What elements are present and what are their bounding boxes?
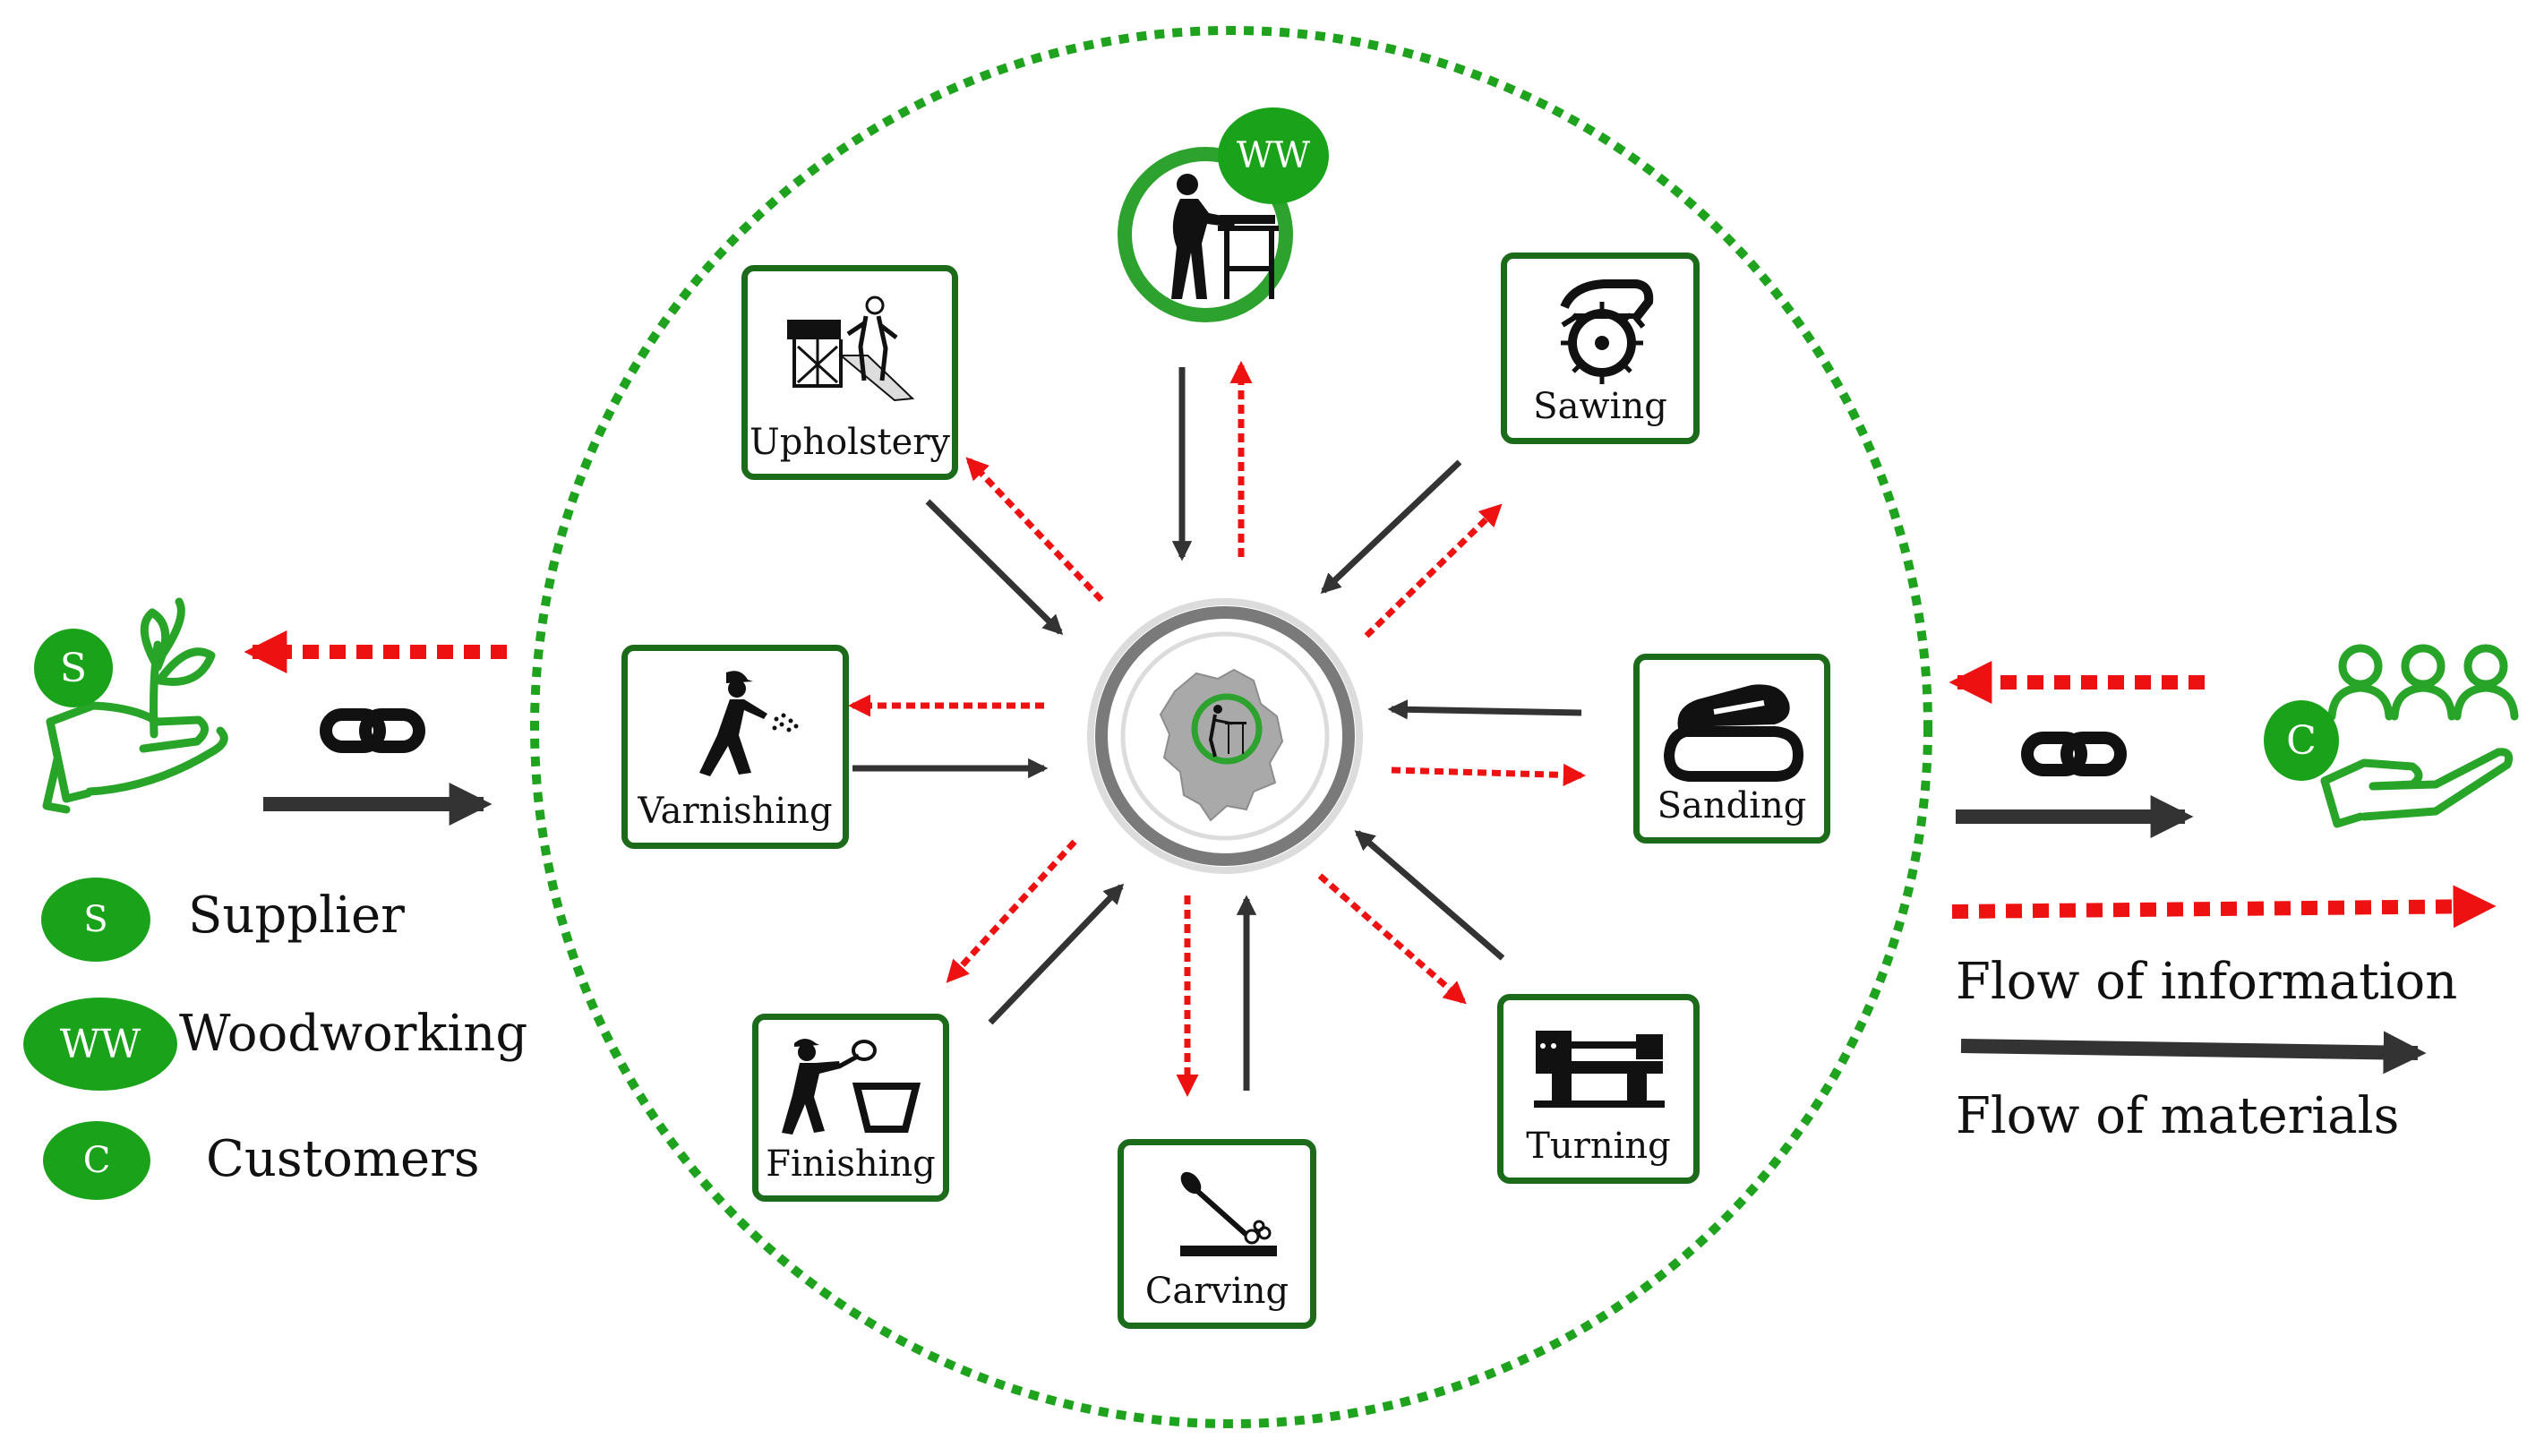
belt-sander-icon [1663, 684, 1804, 782]
customers-badge-top: C [2264, 700, 2339, 781]
sanding-label: Sanding [1657, 785, 1807, 826]
process-box-turning: Turning [1497, 994, 1700, 1184]
ww-badge: WW [1218, 107, 1329, 204]
hand-plant-icon [42, 597, 228, 814]
spray-worker-icon [699, 671, 799, 776]
legend-supplier-badge: S [41, 878, 150, 962]
legend-customers-badge: C [43, 1121, 150, 1200]
legend-flow-information-label: Flow of information [1956, 953, 2458, 1011]
hub-ww-ring [1191, 693, 1263, 765]
process-box-upholstery: Upholstery [741, 265, 958, 480]
info-arrow-hub-sawing [1364, 503, 1503, 638]
material-arrow-sawing-hub [1320, 459, 1462, 595]
legend-supplier-label: Supplier [188, 886, 405, 945]
legend-flow-materials-label: Flow of materials [1956, 1087, 2400, 1145]
process-box-sanding: Sanding [1633, 654, 1830, 844]
info-arrow-hub-sanding [1391, 763, 1587, 787]
process-box-carving: Carving [1118, 1139, 1316, 1329]
hand-people-icon [2320, 644, 2519, 828]
legend-material-arrow [1960, 1031, 2427, 1075]
legend-customers-label: Customers [206, 1130, 480, 1188]
lathe-icon [1534, 1031, 1665, 1108]
info-arrow-hub-upholstery [965, 457, 1104, 603]
carving-label: Carving [1144, 1271, 1289, 1312]
woodworking-boundary [530, 26, 1932, 1428]
legend-info-arrow [1951, 885, 2497, 929]
info-arrow-hub-turning [1317, 873, 1467, 1005]
material-arrow-upholstery-hub [925, 499, 1064, 636]
chain-link-icon-left [320, 708, 425, 753]
upholstery-icon [787, 295, 915, 402]
finishing-worker-icon [782, 1039, 921, 1135]
process-box-finishing: Finishing [752, 1014, 949, 1202]
process-box-sawing: Sawing [1501, 253, 1700, 444]
ww-worker-icon [1171, 174, 1279, 299]
upholstery-label: Upholstery [750, 422, 950, 463]
turning-label: Turning [1526, 1126, 1671, 1167]
info-arrow-hub-finishing [946, 839, 1077, 983]
circular-saw-icon [1560, 279, 1654, 384]
sawing-label: Sawing [1533, 386, 1667, 427]
varnishing-label: Varnishing [638, 791, 833, 832]
material-arrow-turning-hub [1354, 830, 1505, 961]
carving-chisel-icon [1180, 1171, 1277, 1256]
hub-worker-icon [1208, 705, 1246, 758]
supplier-badge-top: S [34, 629, 113, 707]
process-box-varnishing: Varnishing [621, 645, 849, 849]
legend-woodworking-label: Woodworking [179, 1005, 528, 1063]
legend-woodworking-badge: WW [23, 998, 177, 1091]
finishing-label: Finishing [766, 1143, 936, 1185]
chain-link-icon-right [2021, 732, 2127, 776]
material-arrow-sanding-hub [1387, 699, 1582, 720]
material-arrow-finishing-hub [988, 883, 1125, 1025]
